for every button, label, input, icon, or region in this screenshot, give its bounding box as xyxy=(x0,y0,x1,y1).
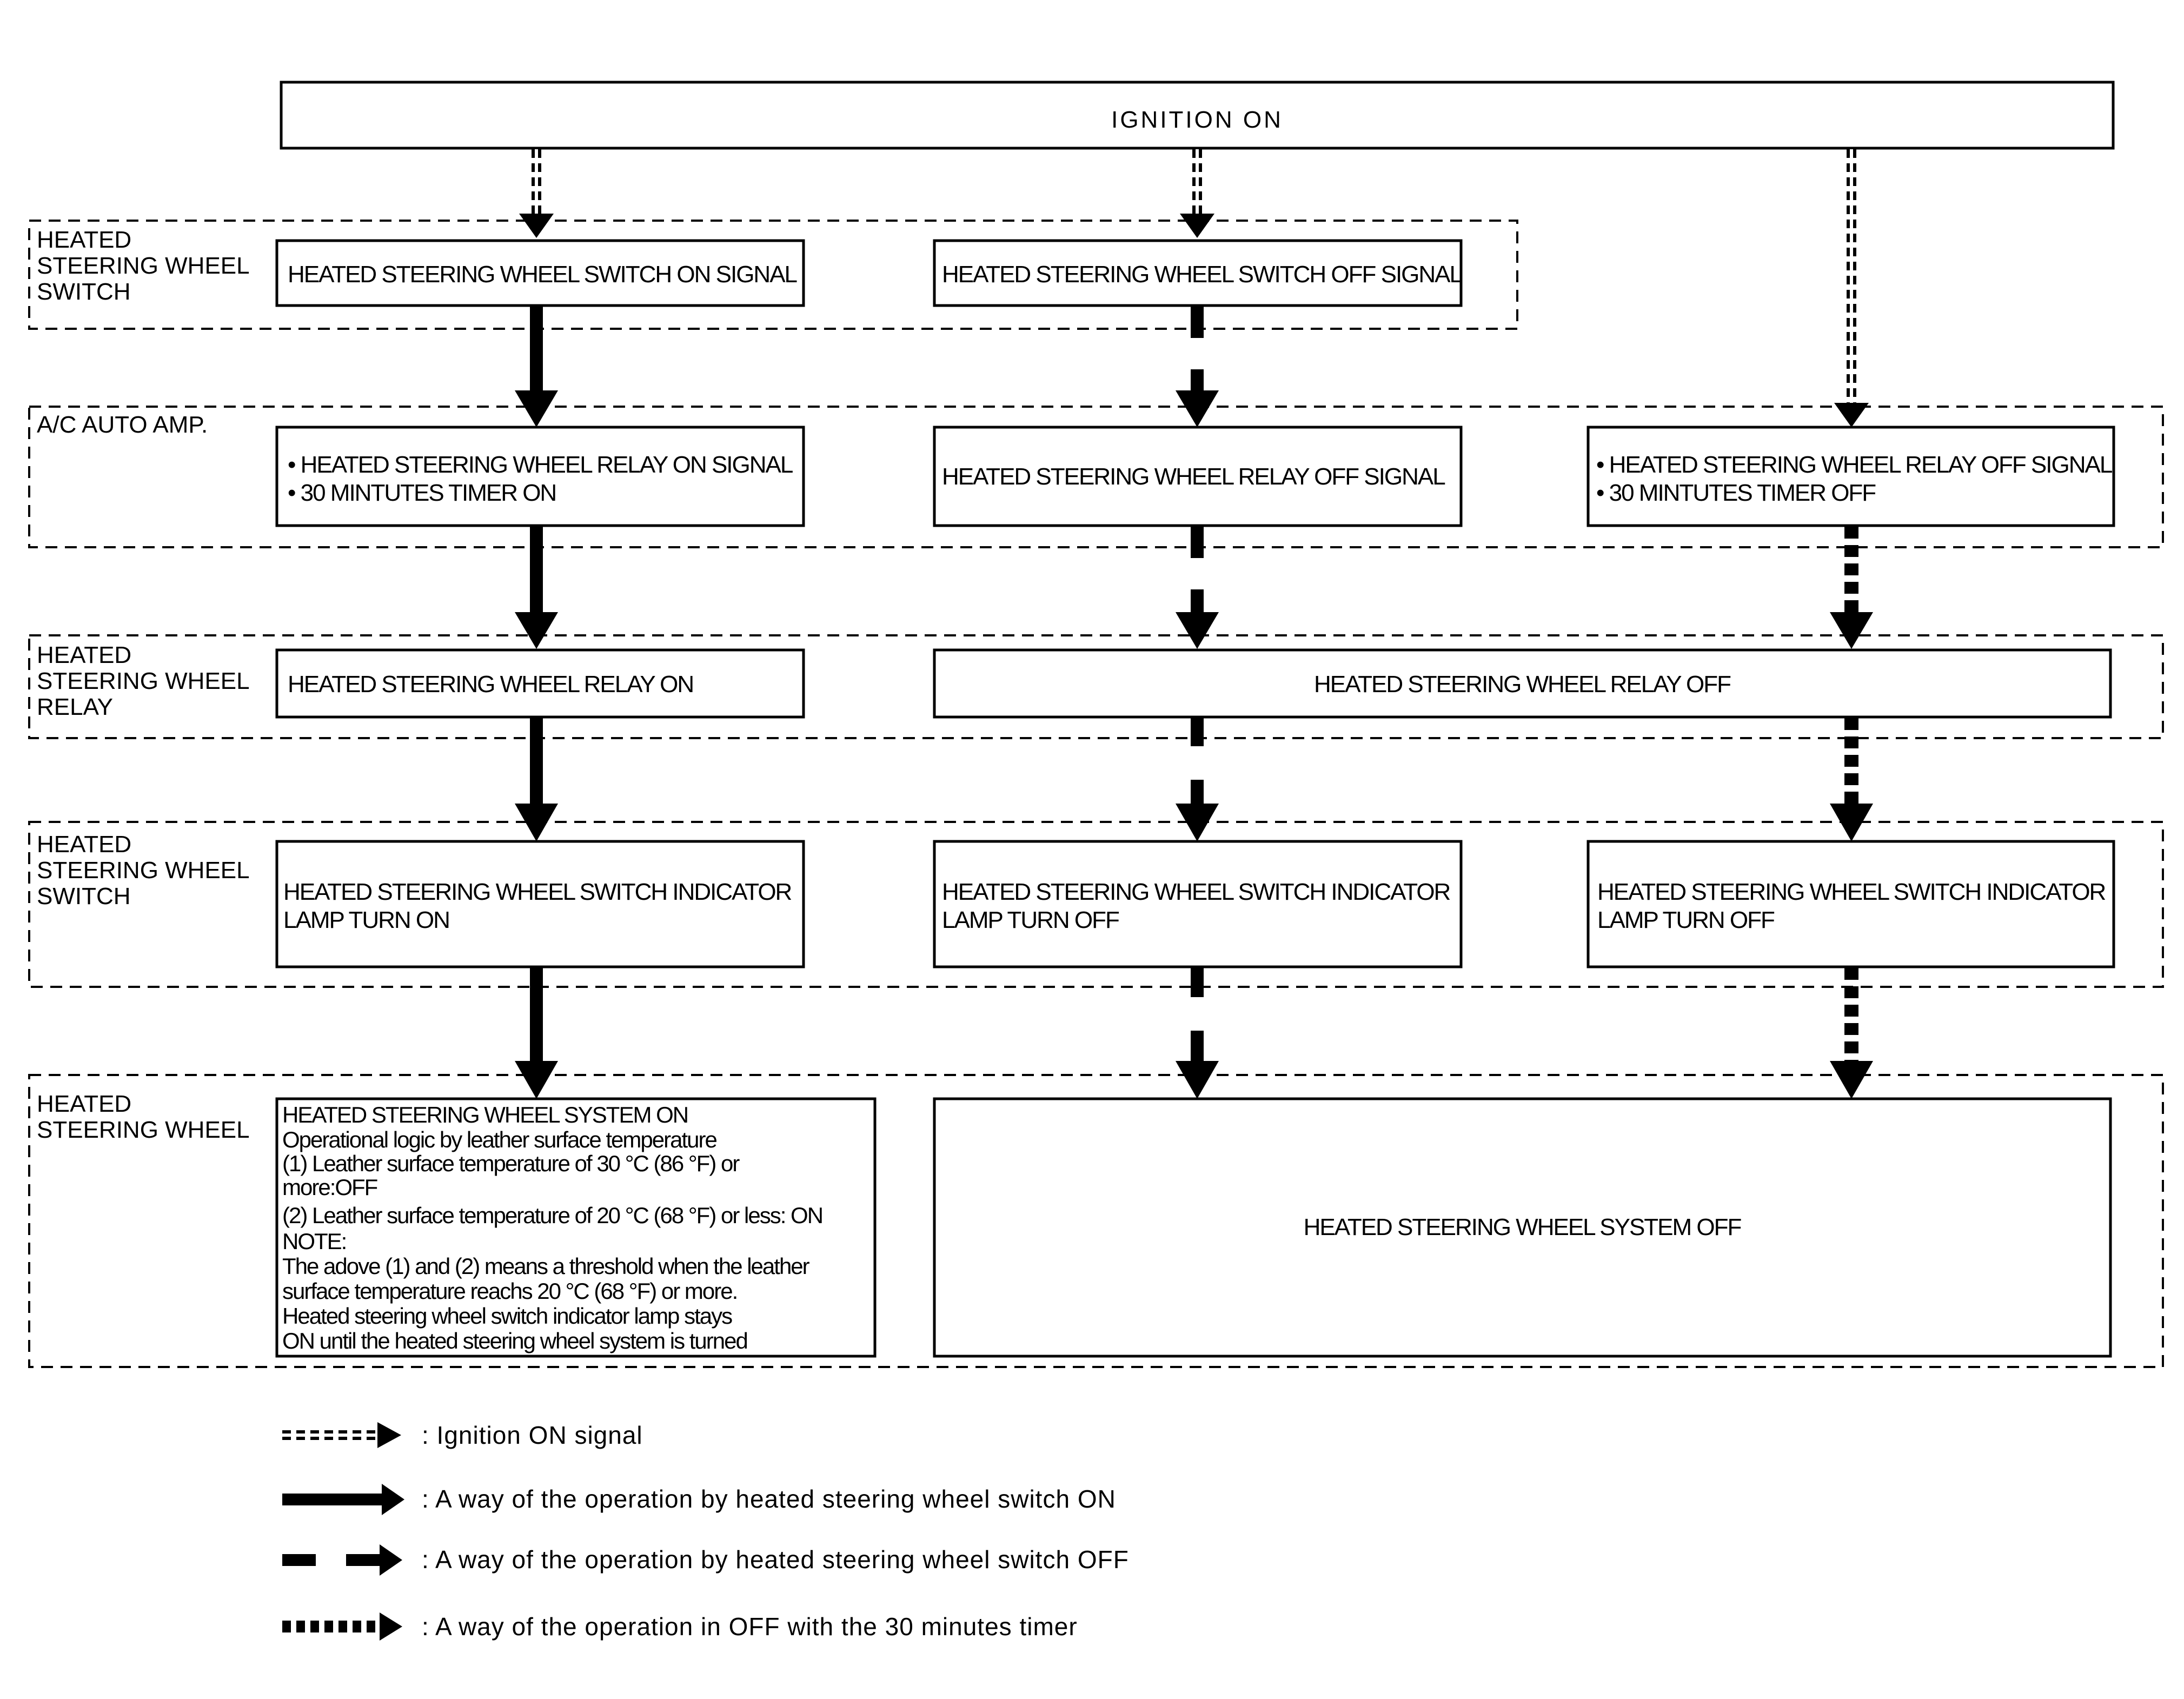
arrow-ignition-middle xyxy=(1180,149,1214,238)
lamp-off-right-box xyxy=(1586,840,2115,968)
arrow-ignition-right xyxy=(1834,149,1869,427)
arrow-timer-2 xyxy=(1830,527,1873,649)
switch-off-signal-box xyxy=(933,239,1463,307)
relay-off-signal-label: HEATED STEERING WHEEL RELAY OFF SIGNAL xyxy=(942,463,1445,490)
arrow-off-1 xyxy=(1176,307,1219,427)
relay-off-signal-box xyxy=(933,426,1463,527)
lamp-off-middle-box xyxy=(933,840,1463,968)
relay-on-signal-box xyxy=(275,426,805,527)
system-on-box xyxy=(275,1097,877,1358)
legend-switch-off-label: : A way of the operation by heated steer… xyxy=(422,1545,1129,1574)
system-on-text: HEATED STEERING WHEEL SYSTEM ON Operatio… xyxy=(282,1102,828,1353)
lamp-on-label: HEATED STEERING WHEEL SWITCH INDICATOR L… xyxy=(283,879,797,933)
legend-switch-on-label: : A way of the operation by heated steer… xyxy=(422,1485,1116,1513)
legend: : Ignition ON signal : A way of the oper… xyxy=(282,1421,1129,1641)
arrow-on-4 xyxy=(515,968,558,1099)
group-ac-auto-amp xyxy=(28,406,2164,548)
relay-off-timer-label: • HEATED STEERING WHEEL RELAY OFF SIGNAL… xyxy=(1596,452,2116,506)
system-off-box xyxy=(933,1097,2112,1358)
group-label-switch-2: HEATED STEERING WHEEL SWITCH xyxy=(37,831,255,910)
legend-ignition-arrow xyxy=(282,1422,401,1448)
legend-timer-arrow xyxy=(282,1612,402,1641)
arrow-off-3 xyxy=(1176,718,1219,841)
arrow-timer-3 xyxy=(1830,718,1873,841)
ignition-on-label: IGNITION ON xyxy=(1111,107,1283,133)
legend-switch-on-arrow xyxy=(282,1484,404,1515)
group-label-switch-1: HEATED STEERING WHEEL SWITCH xyxy=(37,227,255,305)
group-label-relay: HEATED STEERING WHEEL RELAY xyxy=(37,642,255,720)
legend-ignition-label: : Ignition ON signal xyxy=(422,1421,643,1449)
arrow-on-3 xyxy=(515,718,558,841)
arrow-on-1 xyxy=(515,307,558,427)
group-label-ac-auto-amp: A/C AUTO AMP. xyxy=(37,412,208,438)
switch-on-signal-label: HEATED STEERING WHEEL SWITCH ON SIGNAL xyxy=(288,261,798,288)
relay-on-signal-label: • HEATED STEERING WHEEL RELAY ON SIGNAL … xyxy=(288,452,797,506)
group-relay xyxy=(28,634,2164,739)
relay-on-box xyxy=(275,648,805,719)
arrow-timer-4 xyxy=(1830,968,1873,1099)
group-heated-steering-wheel xyxy=(28,1074,2164,1368)
group-switch-1 xyxy=(28,220,1518,330)
arrow-ignition-left xyxy=(519,149,554,238)
relay-off-timer-box xyxy=(1586,426,2115,527)
arrow-off-2 xyxy=(1176,527,1219,649)
relay-off-label: HEATED STEERING WHEEL RELAY OFF xyxy=(1314,671,1731,698)
switch-off-signal-label: HEATED STEERING WHEEL SWITCH OFF SIGNAL xyxy=(942,261,1463,288)
ignition-on-box xyxy=(280,81,2115,150)
arrow-off-4 xyxy=(1176,968,1219,1099)
lamp-on-box xyxy=(275,840,805,968)
relay-on-label: HEATED STEERING WHEEL RELAY ON xyxy=(288,671,693,698)
legend-timer-label: : A way of the operation in OFF with the… xyxy=(422,1612,1078,1641)
arrow-on-2 xyxy=(515,527,558,649)
switch-on-signal-box xyxy=(275,239,805,307)
group-label-heated-steering-wheel: HEATED STEERING WHEEL xyxy=(37,1091,250,1143)
lamp-off-middle-label: HEATED STEERING WHEEL SWITCH INDICATOR L… xyxy=(942,879,1456,933)
system-off-label: HEATED STEERING WHEEL SYSTEM OFF xyxy=(1304,1214,1742,1240)
relay-off-box xyxy=(933,648,2112,719)
legend-switch-off-arrow xyxy=(282,1544,402,1576)
lamp-off-right-label: HEATED STEERING WHEEL SWITCH INDICATOR L… xyxy=(1597,879,2111,933)
